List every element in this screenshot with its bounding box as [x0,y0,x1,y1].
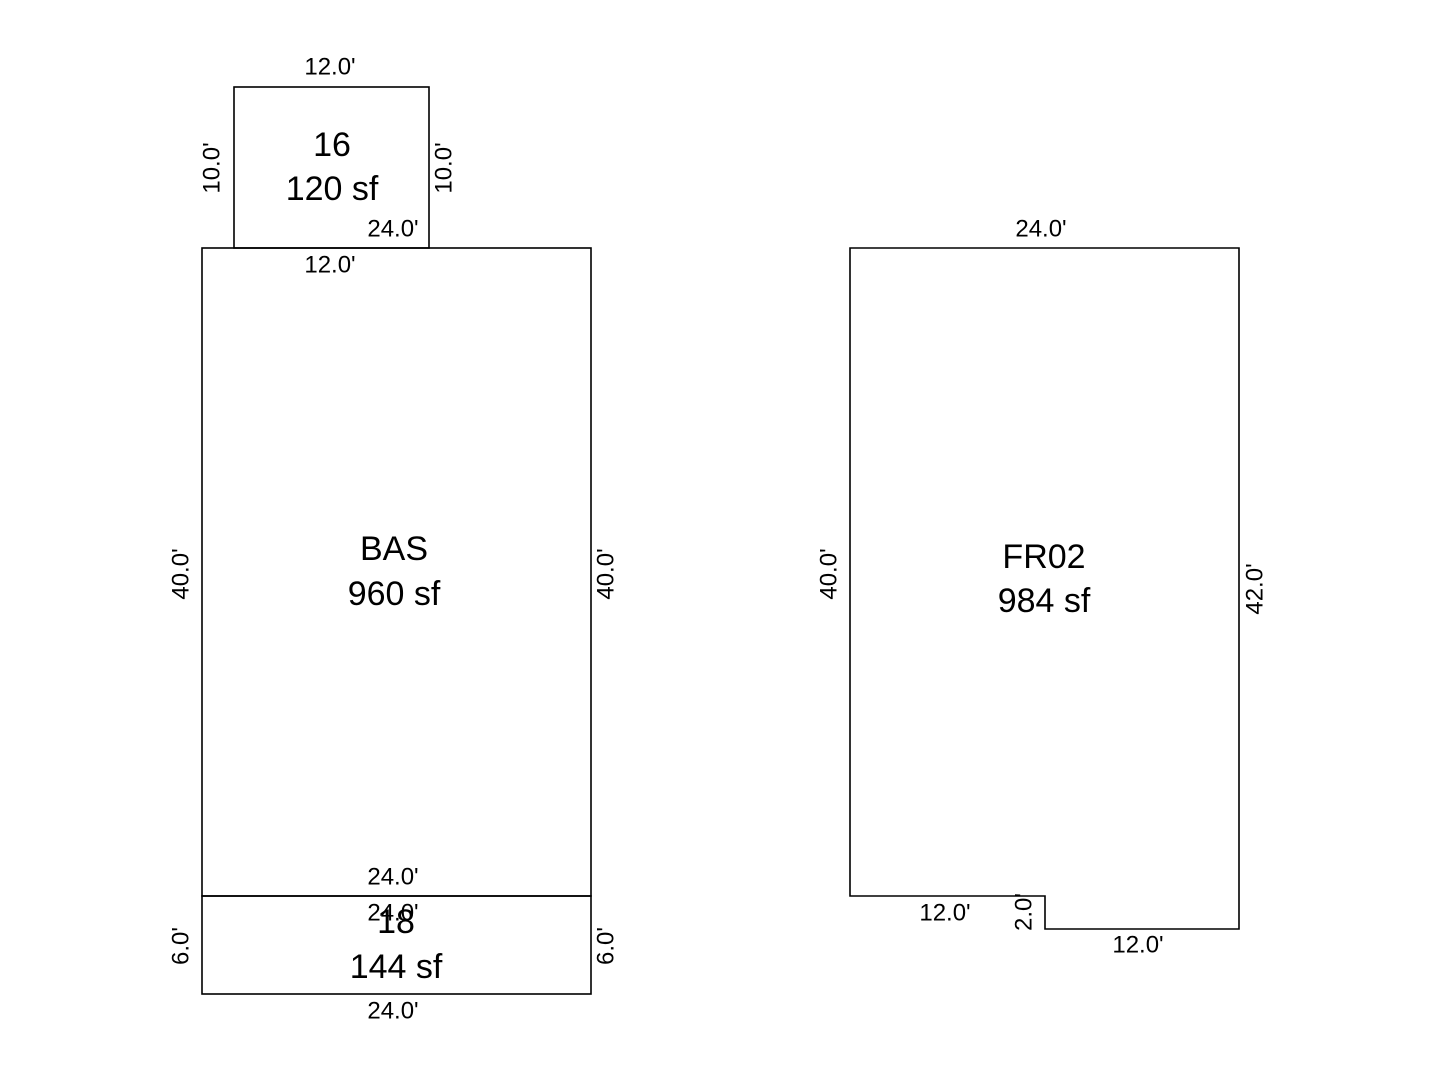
area-fr02-dim-bottom-left: 12.0' [919,899,970,926]
area-bas-dim-left: 40.0' [167,548,194,599]
area-fr02-dim-left: 40.0' [815,548,842,599]
area-fr02-dim-bottom-right: 12.0' [1112,931,1163,958]
area-18-dim-left: 6.0' [167,927,194,965]
area-bas-size: 960 sf [348,575,441,613]
area-bas-dim-bottom: 24.0' [367,863,418,890]
area-fr02-outline [849,247,1240,930]
area-18-size: 144 sf [350,948,443,986]
area-16-dim-bottom: 12.0' [304,251,355,278]
area-fr02-dim-top: 24.0' [1015,215,1066,242]
area-18-code: 18 [377,903,415,941]
area-bas: BAS 960 sf 24.0' 40.0' 40.0' 24.0' [167,215,619,897]
area-fr02-dim-step: 2.0' [1010,893,1037,931]
area-18: 18 144 sf 24.0' 6.0' 6.0' 24.0' [167,895,619,1024]
area-16-dim-right: 10.0' [430,142,457,193]
area-fr02-size: 984 sf [998,582,1091,620]
area-fr02-code: FR02 [1002,538,1085,576]
area-bas-outline [201,247,592,897]
area-16-code: 16 [313,126,351,164]
area-18-dim-top: 24.0' [367,899,418,926]
area-16-size: 120 sf [286,170,379,208]
area-bas-code: BAS [360,530,428,568]
area-fr02: FR02 984 sf 24.0' 40.0' 42.0' 12.0' 2.0'… [815,215,1268,958]
area-18-dim-bottom: 24.0' [367,997,418,1024]
area-bas-dim-top: 24.0' [367,215,418,242]
area-16-dim-top: 12.0' [304,53,355,80]
area-bas-dim-right: 40.0' [592,548,619,599]
area-16-dim-left: 10.0' [198,142,225,193]
area-fr02-dim-right: 42.0' [1241,563,1268,614]
area-18-outline [201,895,592,995]
area-16: 16 120 sf 12.0' 10.0' 10.0' 12.0' [198,53,457,278]
area-18-dim-right: 6.0' [592,927,619,965]
